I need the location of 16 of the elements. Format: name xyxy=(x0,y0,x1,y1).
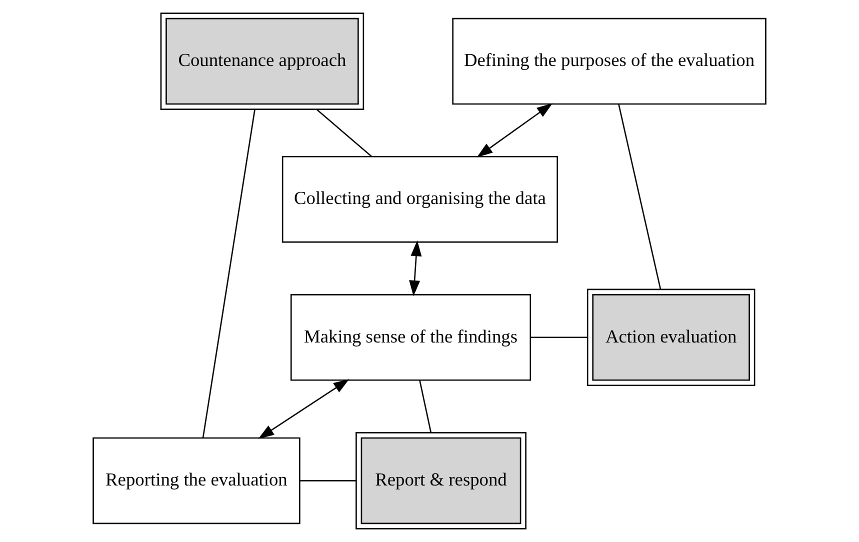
node-box: Report & respond xyxy=(356,432,526,530)
connector xyxy=(530,336,588,338)
connector xyxy=(300,480,356,482)
node-box: Collecting and organising the data xyxy=(282,156,558,243)
node-box: Making sense of the findings xyxy=(290,294,532,381)
arrow xyxy=(258,379,350,439)
connector xyxy=(316,109,372,158)
node-box: Defining the purposes of the evaluation xyxy=(452,18,766,105)
connector xyxy=(419,380,432,432)
connector xyxy=(202,110,256,438)
arrow xyxy=(409,240,422,296)
node-box: Countenance approach xyxy=(160,12,364,110)
node-box: Reporting the evaluation xyxy=(92,437,300,524)
arrow xyxy=(476,103,553,158)
node-box: Action evaluation xyxy=(586,288,756,386)
connector xyxy=(618,104,662,290)
